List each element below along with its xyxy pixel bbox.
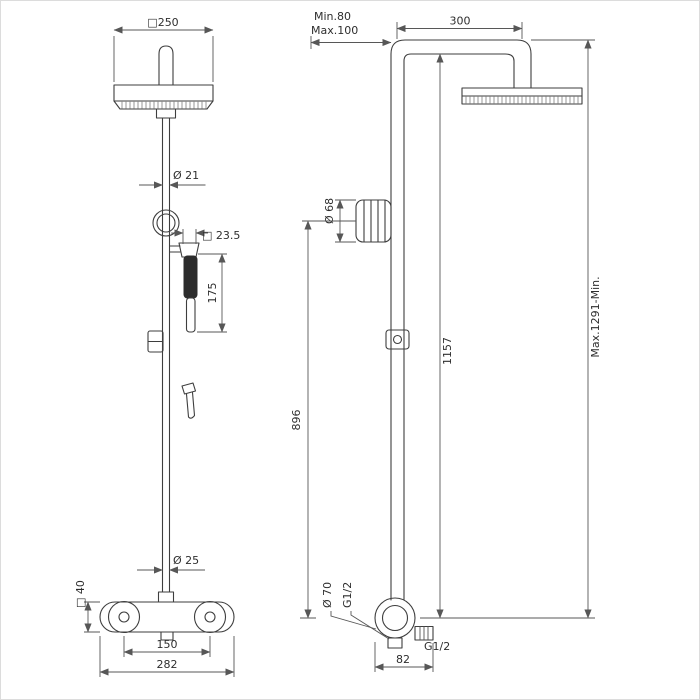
- dim-handshower-section: □ 23.5: [171, 229, 240, 244]
- dim-mixer-section-label: □ 40: [74, 580, 87, 608]
- dim-head-width-label: □250: [147, 16, 178, 29]
- riser-column-side: [390, 39, 532, 601]
- dim-handshower-section-label: □ 23.5: [202, 229, 240, 242]
- dim-inlet-spacing-label: 150: [157, 638, 178, 651]
- dim-upper-pipe-label: Ø 21: [173, 169, 199, 182]
- hand-shower-head: [183, 255, 198, 299]
- dim-head-width: □250: [113, 16, 214, 82]
- mixer-outlet-side: [414, 625, 434, 641]
- hand-shower-handle: [185, 297, 196, 333]
- mixer-knob-right: [193, 600, 227, 634]
- dim-outlet-thread-label: G1/2: [424, 640, 450, 653]
- mixer-knob-left: [107, 600, 141, 634]
- dim-lower-pipe: Ø 25: [137, 554, 205, 574]
- mixer-outlet-front: [160, 631, 174, 641]
- dim-holder-height-label: 896: [290, 410, 303, 431]
- dim-overall-height: Max.1291-Min.: [300, 39, 602, 619]
- label-mixer-connections: Ø 70 G1/2: [321, 582, 390, 640]
- dim-inlet-spacing: 150: [123, 636, 211, 657]
- dim-wall-min-label: Min.80: [314, 10, 351, 23]
- dim-handshower-length: 175: [197, 253, 227, 333]
- side-view: Min.80 Max.100 300 Ø 68 1157 896: [290, 10, 602, 672]
- dim-arm-projection: 300: [396, 15, 523, 39]
- dim-upper-pipe: Ø 21: [139, 169, 206, 189]
- dim-arm-projection-label: 300: [450, 15, 471, 28]
- wall-bracket-front: [147, 330, 164, 353]
- hose-connector: [181, 382, 197, 419]
- shower-head-front: [113, 45, 214, 119]
- dim-handshower-length-label: 175: [206, 283, 219, 304]
- hand-shower-holder-side: [355, 199, 392, 243]
- front-view: □250 Ø 21 □ 23.5 175 Ø 25: [74, 16, 240, 677]
- dim-wall-max-label: Max.100: [311, 24, 358, 37]
- riser-pole-front: [147, 117, 180, 603]
- mixer-inlet-side: [387, 637, 403, 649]
- shower-head-side: [461, 87, 583, 105]
- dim-mixer-section: □ 40: [74, 580, 100, 633]
- dim-mixer-width: 282: [99, 636, 235, 677]
- mixer-front: [99, 600, 235, 641]
- dim-outlet-projection-label: 82: [396, 653, 410, 666]
- dim-riser-height: 1157: [436, 53, 454, 619]
- dim-outlet-projection: 82: [374, 642, 434, 672]
- dim-mixer-diameter-label: Ø 70: [321, 582, 334, 608]
- dim-mixer-width-label: 282: [157, 658, 178, 671]
- dim-inlet-thread-label: G1/2: [341, 582, 354, 608]
- dim-overall-height-label: Max.1291-Min.: [589, 276, 602, 357]
- hand-shower-front: [169, 242, 200, 419]
- dim-wall-distance: Min.80 Max.100: [310, 10, 392, 49]
- dim-holder-height: 896: [290, 220, 356, 619]
- dim-holder-diameter: Ø 68: [323, 198, 356, 243]
- slider-clamp-side: [385, 329, 410, 350]
- mixer-side: [374, 597, 434, 649]
- dim-lower-pipe-label: Ø 25: [173, 554, 199, 567]
- slider-knob-front: [152, 209, 180, 237]
- dim-riser-height-label: 1157: [441, 337, 454, 365]
- dim-holder-diameter-label: Ø 68: [323, 198, 336, 224]
